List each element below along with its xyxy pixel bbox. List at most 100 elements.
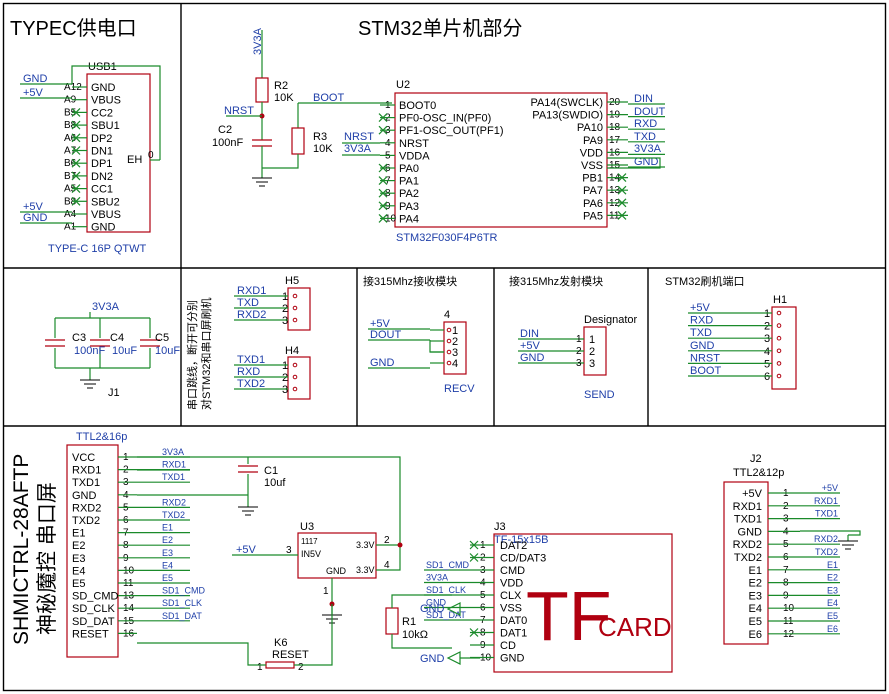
stm32-left-pin: PF1-OSC_OUT(PF1) [399,125,504,137]
svg-text:C5: C5 [155,332,169,344]
vcc-3v3a-top: 3V3A [252,27,264,55]
h5pins-net: RXD1 [237,285,266,297]
stm32-left-pin: PA4 [399,213,419,225]
j2-net: RXD2 [814,534,838,544]
j3-pin-label: DAT1 [500,628,527,640]
stm32-left-pin: VDDA [399,150,430,162]
svg-text:GND: GND [326,566,347,576]
svg-text:R3: R3 [313,131,327,143]
h1pins-pin-number: 5 [764,358,770,370]
reset-button-k6: K6 RESET 1 2 [137,604,333,673]
stm32-right-pin: PA6 [583,198,603,210]
j3-pin-label: DAT0 [500,615,527,627]
svg-text:100nF: 100nF [212,137,243,149]
usb-pin-number: A6 [64,133,77,144]
ttl16-pin-label: VCC [72,452,95,464]
stm-net-nrst: NRST [344,131,374,143]
j2-pin-label: E3 [749,590,762,602]
svg-text:H4: H4 [285,345,299,357]
stm-net-3v3a-left: 3V3A [344,143,372,155]
screen-title-2: 神秘魔控 串口屏 [36,482,59,635]
stm32-part: STM32F030F4P6TR [396,232,498,244]
section-title-typec: TYPEC供电口 [10,17,137,40]
j2-pin-label: TXD1 [734,514,762,526]
resistor-r3 [291,127,305,155]
j3-pin-label: CD/DAT3 [500,553,546,565]
usb-pin-number: A1 [64,222,77,233]
svg-text:1: 1 [576,334,582,345]
stm32-left-pin: PA1 [399,176,419,188]
j2-pin-label: E2 [749,578,762,590]
usb-pin-number: A7 [64,146,77,157]
h1pins-net: RXD [690,315,713,327]
j2-pin-label: E1 [749,565,762,577]
send-net: +5V [520,340,541,352]
stm-net-dout: DOUT [634,106,665,118]
svg-text:R1: R1 [402,616,416,628]
svg-text:RESET: RESET [272,649,309,661]
svg-text:1117: 1117 [301,537,318,546]
stm32-right-pin: PA9 [583,135,603,147]
stm32-left-pin: PA3 [399,201,419,213]
svg-text:4: 4 [384,560,390,571]
h1pins-pin-number: 1 [764,308,770,320]
usb-pin-number: A4 [64,209,77,220]
j3-pin-label: VSS [500,603,522,615]
usb-part: TYPE-C 16P QTWT [48,243,146,255]
usb-pin-label: SBU2 [91,196,120,208]
svg-text:+5V: +5V [236,544,257,556]
svg-text:J3: J3 [494,521,506,533]
h1pins-pin-number: 3 [764,333,770,345]
card-logo: CARD [598,612,672,642]
h4pins-net: RXD [237,366,260,378]
h1pins-pin-number: 6 [764,371,770,383]
h1pins-net: +5V [690,302,711,314]
usb-pin-number: B8 [64,120,77,131]
usb-pin-number: A9 [64,95,77,106]
ttl16-pin-label: E2 [72,540,85,552]
j2-pin-label: RXD1 [733,501,762,513]
j3-pin-label: GND [500,653,525,665]
stm32-mcu: U2 STM32F030F4P6TR BOOT01PF0-OSC_IN(PF0)… [212,27,665,244]
decoupling-caps: 3V3A C3 100nF C4 10uF C5 10uF J1 [45,301,180,399]
j3-pin-label: VDD [500,578,523,590]
stm32-right-pin: PA7 [583,185,603,197]
j2-net: E4 [827,598,838,608]
stm-net-rxd: RXD [634,118,657,130]
ttl16-pin-label: SD_DAT [72,616,115,628]
ttl16-net: RXD2 [162,497,186,507]
svg-text:1: 1 [323,586,329,597]
usb-pin-number: B7 [64,171,77,182]
ttl16-net: E2 [162,535,173,545]
ttl16-net: TXD1 [162,472,185,482]
j2-net: E2 [827,573,838,583]
ttl16-pin-label: TXD1 [72,477,100,489]
svg-text:K6: K6 [274,637,287,649]
usb-pin-label: GND [91,222,116,234]
j2-pin-label: +5V [742,488,763,500]
stm32-right-pin: PA5 [583,210,603,222]
ttl16-net: 3V3A [162,447,184,457]
stm32-left-pin: PA2 [399,188,419,200]
usb-pin-number: B8 [64,196,77,207]
usb-pin-number: B6 [64,158,77,169]
h5pins-net: TXD [237,297,259,309]
svg-text:2: 2 [298,662,304,673]
ttl16-net: SD1_CLK [162,598,202,608]
h4pins-pin-number: 3 [282,384,288,396]
stm-net-txd: TXD [634,131,656,143]
svg-text:C4: C4 [110,332,124,344]
usb-net-5v-bottom: +5V [23,201,44,213]
h4pins-net: TXD1 [237,354,265,366]
ttl16-net: E5 [162,573,173,583]
svg-text:H5: H5 [285,275,299,287]
stm32-left-pin: BOOT0 [399,100,436,112]
ttl16-pin-label: RXD1 [72,465,101,477]
svg-text:J1: J1 [108,387,120,399]
ttl16-pin-label: SD_CMD [72,591,119,603]
j3-net: SD1_DAT [426,610,466,620]
